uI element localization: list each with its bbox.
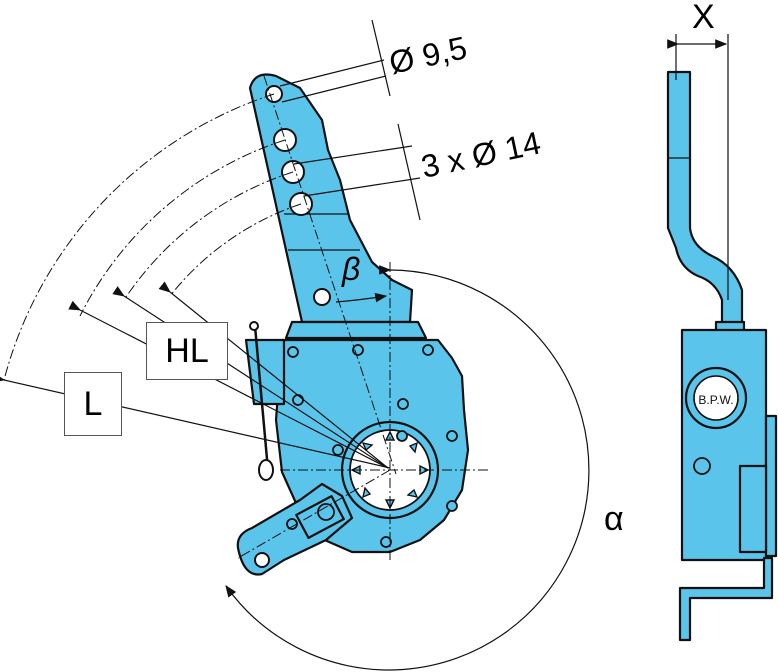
hole-lower [313,288,331,306]
cotter-loop [258,459,274,481]
arc-hole-2 [123,171,294,301]
label-hole-small: Ø 9,5 [386,29,470,80]
dim-line-small [371,19,391,97]
side-arm [666,70,744,332]
side-foot [678,556,774,642]
label-holes-large: 3 x Ø 14 [418,124,544,184]
label-beta: β [341,251,360,287]
dim-ext-large-2 [303,177,421,197]
lever-arm [248,73,414,324]
clevis-pin [317,503,335,521]
front-view: Ø 9,5 3 x Ø 14 β α [0,19,624,671]
side-bolt [693,457,711,475]
side-plate [764,414,778,558]
arc-hole-3 [169,203,302,297]
label-x: X [692,0,715,36]
side-cover [738,464,768,554]
dim-line-large [397,123,421,221]
label-hl: HL [146,322,228,380]
housing-lip [244,338,286,406]
clevis-pin-small [286,518,298,530]
side-view: B.P.W. X [666,0,778,642]
clevis-hole [254,552,270,568]
label-l: L [64,372,122,436]
arc-small-hole [3,93,275,381]
dim-ext-large-1 [293,145,413,165]
beta-arc [335,292,388,303]
alpha-arc [225,265,590,671]
arc-hole-1 [79,139,286,317]
pin-head [249,321,259,331]
dim-ext-small-1 [279,59,385,87]
dim-ext-small-2 [281,75,387,103]
label-alpha: α [604,500,624,538]
upper-flange [284,320,428,340]
bpw-logo: B.P.W. [698,393,733,407]
logo-badge [693,375,739,421]
